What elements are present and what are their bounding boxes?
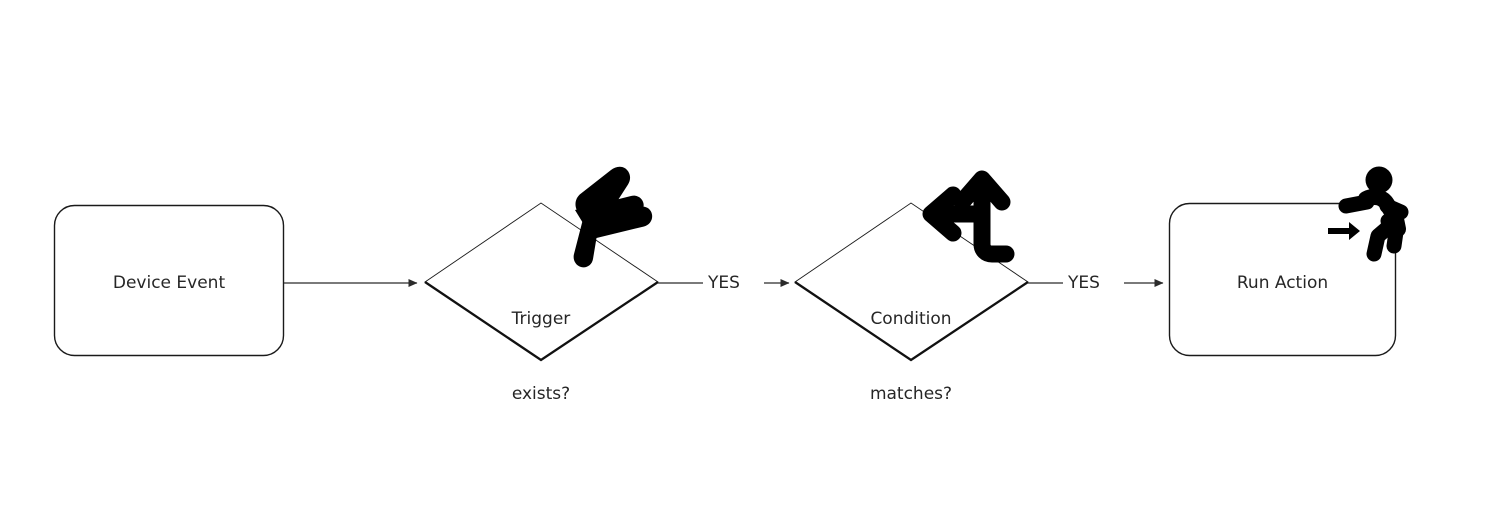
- node-run-action-shape[interactable]: [1168, 202, 1397, 357]
- node-trigger-exists-heavy-edge: [424, 281, 659, 362]
- edge-label-yes-condition-to-action: YES: [1068, 273, 1100, 293]
- node-device-event-shape[interactable]: [53, 204, 285, 357]
- running-person-icon: [1328, 166, 1409, 262]
- fork-arrow-icon: [922, 170, 1015, 263]
- lightning-bolt-icon: [573, 166, 653, 268]
- node-condition-matches-heavy-edge: [794, 281, 1029, 362]
- edge-label-yes-trigger-to-condition: YES: [708, 273, 740, 293]
- node-condition-matches-shape[interactable]: [794, 202, 1029, 361]
